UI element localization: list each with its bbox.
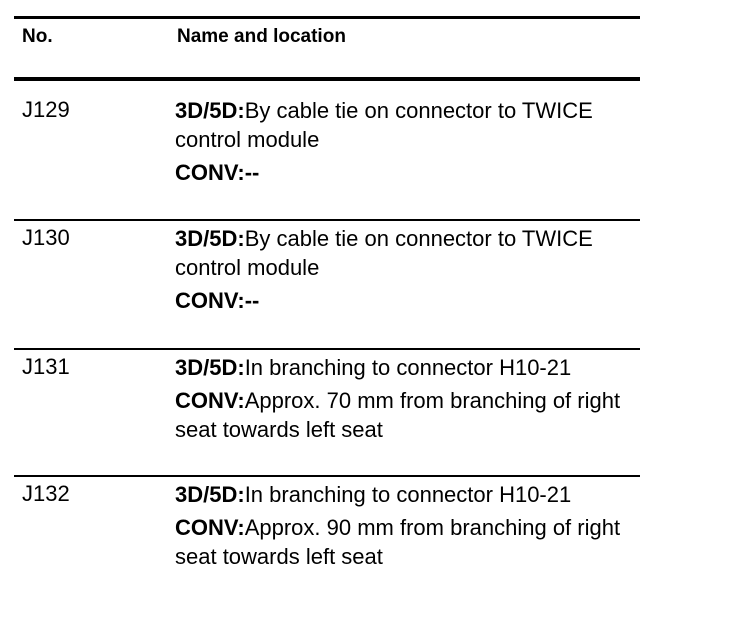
entry-3d5d: 3D/5D:In branching to connector H10-21 xyxy=(175,353,645,382)
entry-label: 3D/5D: xyxy=(175,355,245,380)
row-name-and-location: 3D/5D:In branching to connector H10-21 C… xyxy=(175,353,645,444)
entry-3d5d: 3D/5D:By cable tie on connector to TWICE… xyxy=(175,96,645,154)
entry-label: 3D/5D: xyxy=(175,482,245,507)
row-divider xyxy=(14,475,640,477)
row-number: J132 xyxy=(22,481,70,506)
row-name-and-location: 3D/5D:In branching to connector H10-21 C… xyxy=(175,480,645,571)
entry-label: CONV: xyxy=(175,160,245,185)
entry-label: CONV: xyxy=(175,288,245,313)
entry-conv: CONV:Approx. 90 mm from branching of rig… xyxy=(175,513,645,571)
entry-label: 3D/5D: xyxy=(175,98,245,123)
header-rule xyxy=(14,77,640,81)
entry-label: 3D/5D: xyxy=(175,226,245,251)
entry-conv: CONV:-- xyxy=(175,286,645,315)
row-name-and-location: 3D/5D:By cable tie on connector to TWICE… xyxy=(175,224,645,315)
column-header-no: No. xyxy=(22,26,53,47)
column-header-name-and-location: Name and location xyxy=(177,26,346,47)
entry-label: CONV: xyxy=(175,515,245,540)
entry-3d5d: 3D/5D:By cable tie on connector to TWICE… xyxy=(175,224,645,282)
entry-text: Approx. 90 mm from branching of right se… xyxy=(175,515,621,569)
entry-text: In branching to connector H10-21 xyxy=(244,355,572,380)
entry-text: Approx. 70 mm from branching of right se… xyxy=(175,388,621,442)
entry-3d5d: 3D/5D:In branching to connector H10-21 xyxy=(175,480,645,509)
entry-conv: CONV:-- xyxy=(175,158,645,187)
entry-text: -- xyxy=(244,288,260,313)
row-divider xyxy=(14,348,640,350)
entry-label: CONV: xyxy=(175,388,245,413)
row-number: J131 xyxy=(22,354,70,379)
row-name-and-location: 3D/5D:By cable tie on connector to TWICE… xyxy=(175,96,645,187)
row-divider xyxy=(14,219,640,221)
entry-conv: CONV:Approx. 70 mm from branching of rig… xyxy=(175,386,645,444)
top-rule xyxy=(14,16,640,19)
row-number: J129 xyxy=(22,97,70,122)
row-number: J130 xyxy=(22,225,70,250)
entry-text: By cable tie on connector to TWICE contr… xyxy=(175,98,593,152)
entry-text: -- xyxy=(244,160,260,185)
entry-text: In branching to connector H10-21 xyxy=(244,482,572,507)
entry-text: By cable tie on connector to TWICE contr… xyxy=(175,226,593,280)
